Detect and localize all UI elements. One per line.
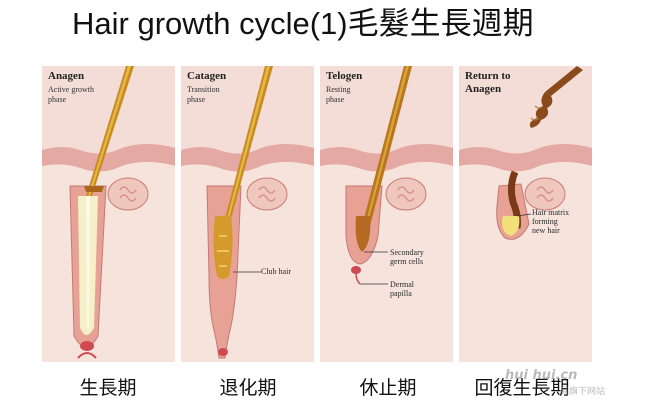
watermark-logo: hui hui.cn xyxy=(505,368,577,383)
stage-sublabel: Active growth phase xyxy=(48,85,94,105)
catagen-panel: Catagen Transition phase Club hair xyxy=(181,66,314,362)
stage-label: Return to Anagen xyxy=(465,70,511,96)
anagen-illustration xyxy=(42,66,175,362)
anagen-caption: 生長期 xyxy=(48,376,168,400)
club-hair-callout: Club hair xyxy=(261,267,291,276)
return-to-anagen-panel: Return to Anagen Hair matrix forming new… xyxy=(459,66,592,362)
secondary-germ-cells-callout: Secondary germ cells xyxy=(390,248,424,266)
page-title: Hair growth cycle(1)毛髮生長週期 xyxy=(72,2,632,46)
anagen-panel: Anagen Active growth phase xyxy=(42,66,175,362)
telogen-caption: 休止期 xyxy=(328,376,448,400)
stage-label: Catagen xyxy=(187,70,226,83)
watermark-subtext: 易旗下网站 xyxy=(560,384,605,397)
stage-label: Anagen xyxy=(48,70,84,83)
hair-matrix-callout: Hair matrix forming new hair xyxy=(532,208,569,235)
telogen-panel: Telogen Resting phase Secondary germ cel… xyxy=(320,66,453,362)
telogen-illustration xyxy=(320,66,453,362)
stage-label: Telogen xyxy=(326,70,362,83)
catagen-illustration xyxy=(181,66,314,362)
stage-sublabel: Resting phase xyxy=(326,85,350,105)
stage-sublabel: Transition phase xyxy=(187,85,220,105)
dermal-papilla-callout: Dermal papilla xyxy=(390,280,414,298)
catagen-caption: 退化期 xyxy=(188,376,308,400)
return-to-anagen-illustration xyxy=(459,66,592,362)
